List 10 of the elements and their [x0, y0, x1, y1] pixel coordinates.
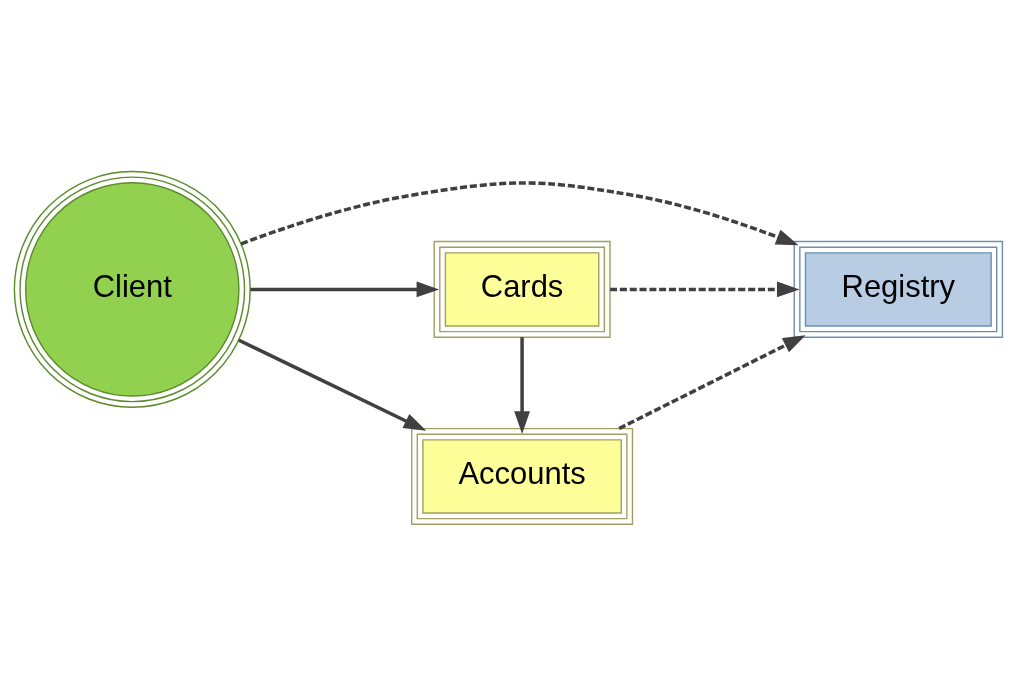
- node-circle: Client: [13, 170, 251, 408]
- node-box: Registry: [793, 240, 1003, 338]
- node-box: Accounts: [410, 427, 633, 525]
- arrow: [237, 338, 426, 431]
- arrow: [609, 281, 799, 297]
- node-box: Cards: [433, 240, 611, 338]
- arrow: [513, 336, 530, 434]
- arrow: [249, 281, 439, 297]
- arrow: [240, 180, 799, 245]
- arrow: [617, 334, 806, 430]
